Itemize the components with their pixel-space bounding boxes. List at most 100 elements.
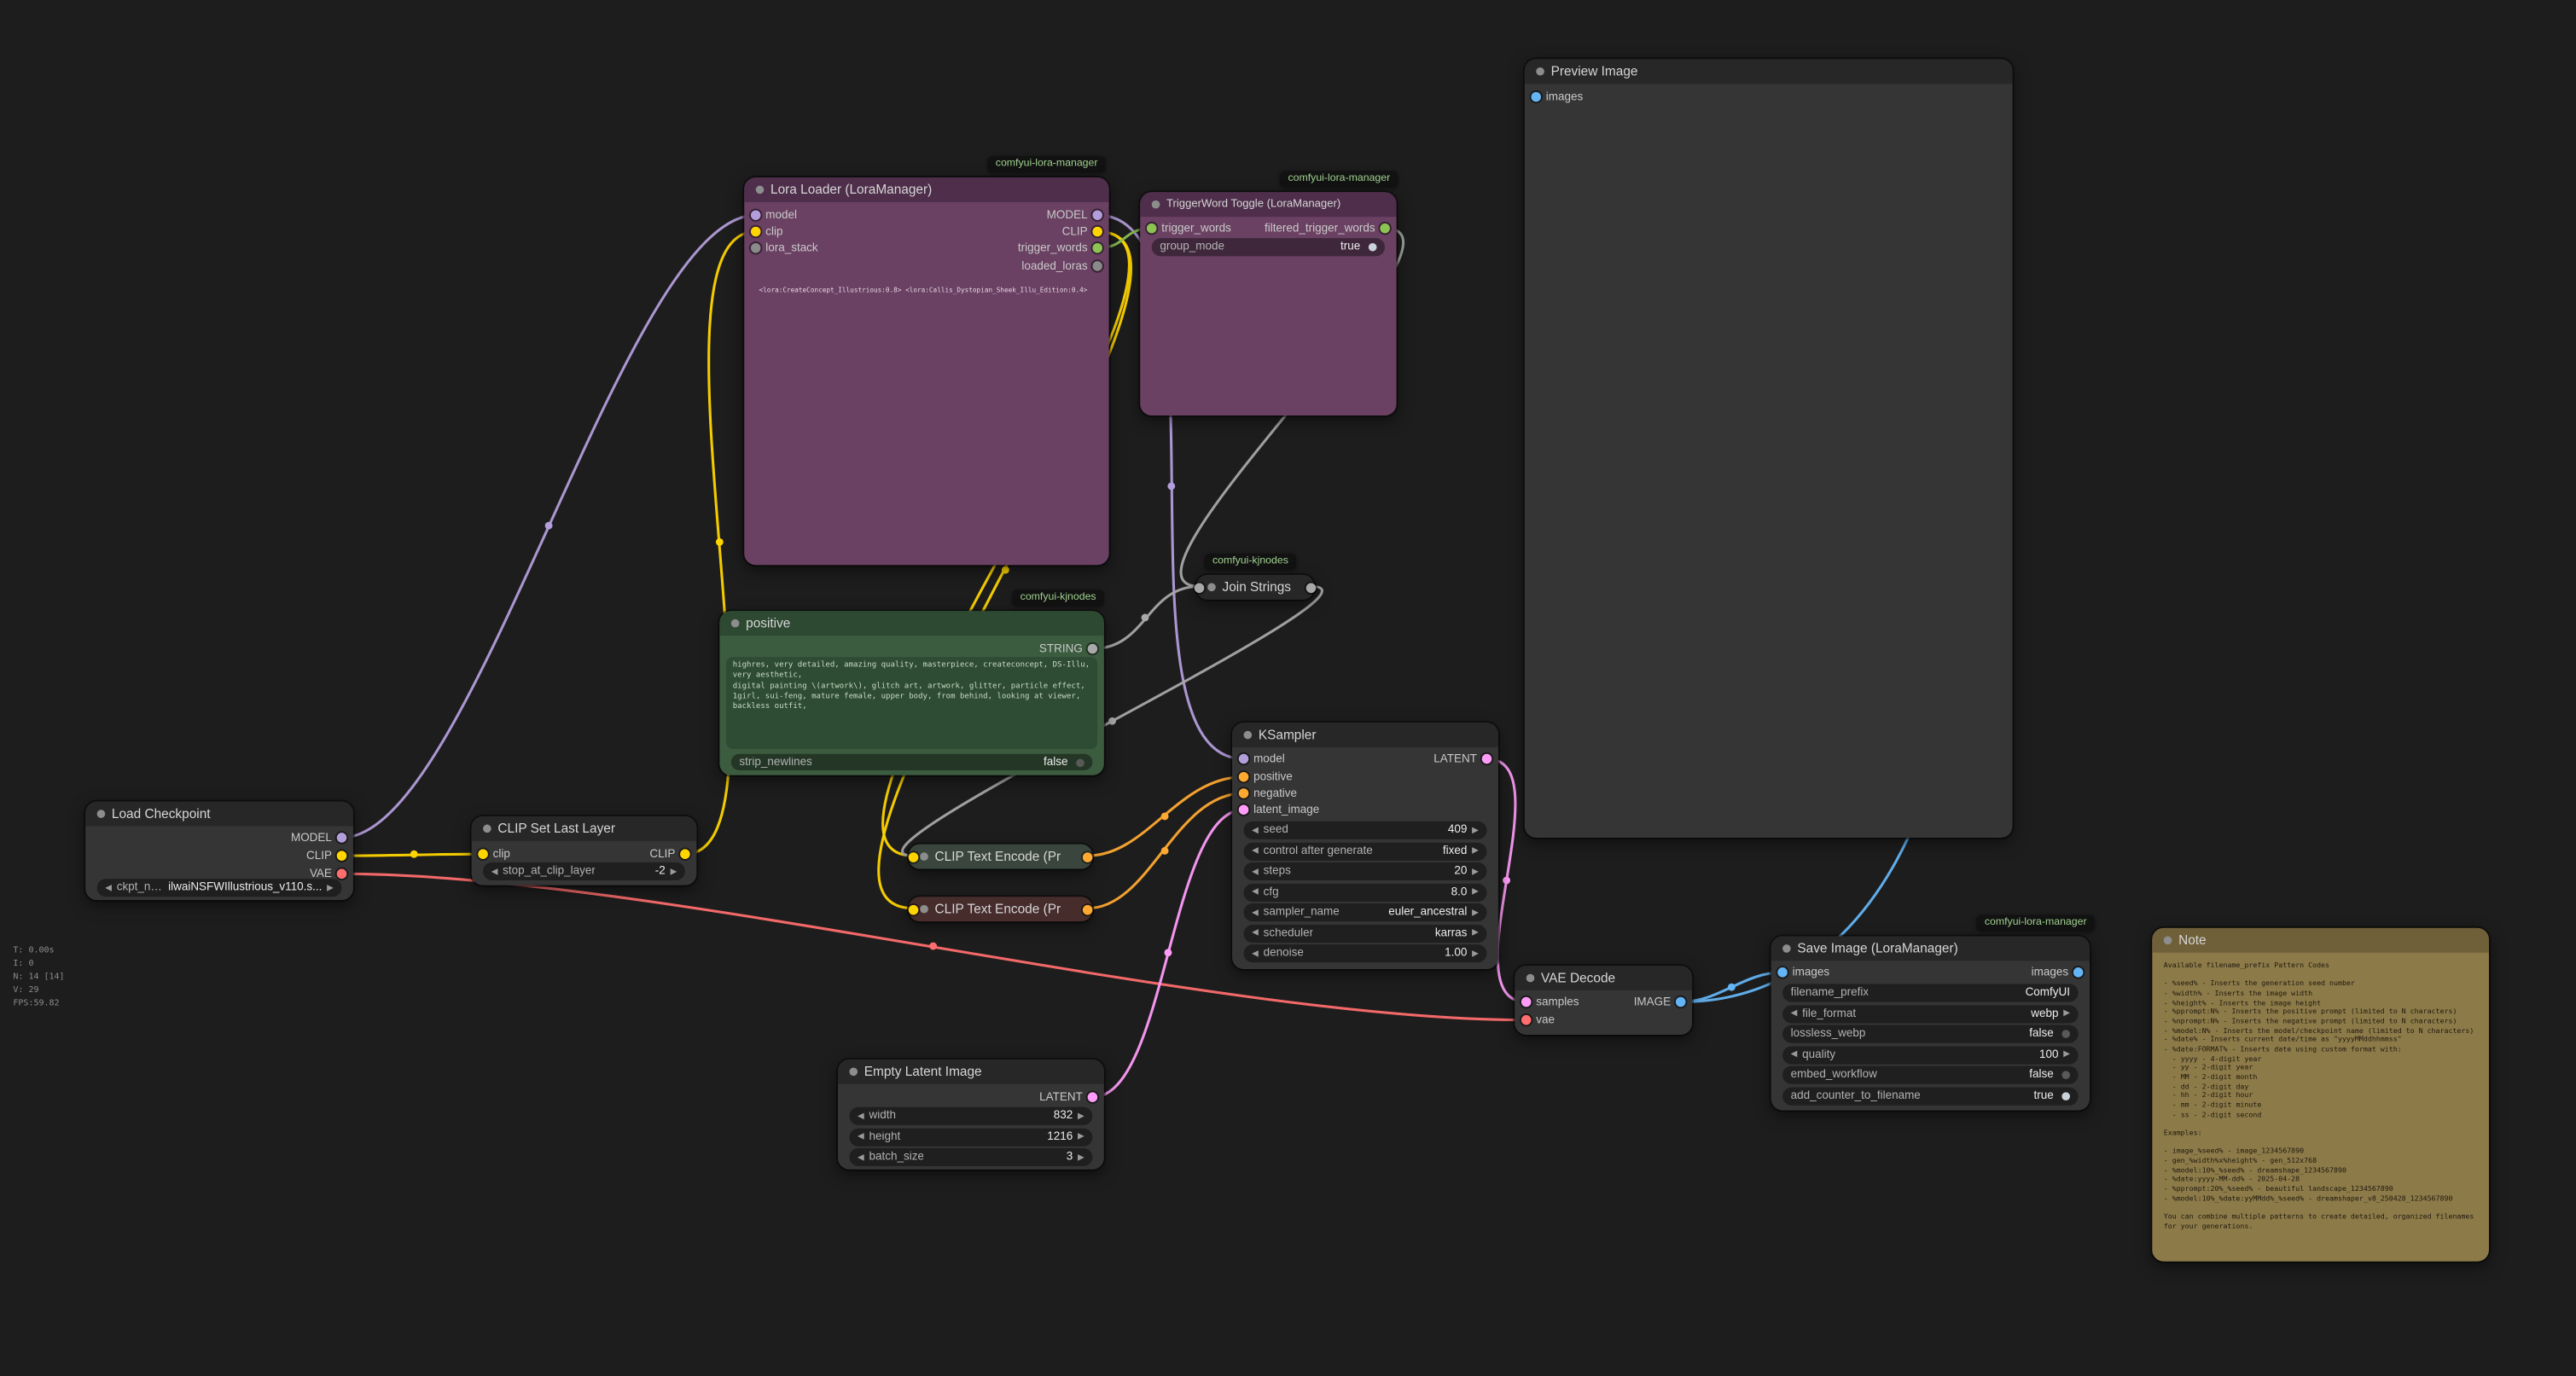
- collapse-dot-icon[interactable]: [755, 185, 765, 194]
- port-images-icon[interactable]: [2073, 967, 2084, 978]
- port-conditioning-out-icon[interactable]: [1082, 851, 1093, 862]
- link-midpoint-dot[interactable]: [1160, 812, 1169, 821]
- link-midpoint-dot[interactable]: [1727, 983, 1736, 991]
- port-clip-icon[interactable]: [336, 851, 347, 861]
- output-slot-images[interactable]: images: [2032, 964, 2084, 980]
- next-arrow-icon[interactable]: ▶: [1472, 825, 1479, 836]
- toggle-dot-icon[interactable]: [2061, 1091, 2071, 1100]
- node-vae-decode[interactable]: VAE Decode samples vae IMAGE: [1513, 964, 1695, 1036]
- toggle-dot-icon[interactable]: [1368, 242, 1377, 252]
- port-loaded-loras-icon[interactable]: [1092, 261, 1102, 271]
- port-latent-icon[interactable]: [1087, 1092, 1098, 1102]
- port-conditioning-out-icon[interactable]: [1082, 903, 1093, 914]
- port-vae-icon[interactable]: [336, 868, 347, 880]
- port-trigger-words-icon[interactable]: [1146, 223, 1157, 234]
- next-arrow-icon[interactable]: ▶: [1472, 845, 1479, 856]
- node-title-bar[interactable]: Lora Loader (LoraManager): [744, 177, 1109, 202]
- port-conditioning-icon[interactable]: [1238, 788, 1249, 798]
- node-ksampler[interactable]: KSampler model positive negative latent_…: [1230, 721, 1500, 971]
- input-slot-trigger-words[interactable]: trigger_words: [1146, 220, 1231, 236]
- toggle-dot-icon[interactable]: [2061, 1071, 2071, 1079]
- link-midpoint-dot[interactable]: [1167, 482, 1176, 491]
- node-title-bar[interactable]: Preview Image: [1524, 59, 2013, 84]
- prev-arrow-icon[interactable]: ◀: [1252, 866, 1259, 877]
- next-arrow-icon[interactable]: ▶: [1472, 866, 1479, 877]
- widget-stop-at-clip-layer[interactable]: ◀stop_at_clip_layer-2▶: [483, 862, 685, 881]
- node-lora-loader[interactable]: Lora Loader (LoraManager) model clip lor…: [742, 176, 1111, 567]
- toggle-dot-icon[interactable]: [1076, 758, 1084, 767]
- link-midpoint-dot[interactable]: [1503, 876, 1511, 885]
- input-slot-negative[interactable]: negative: [1238, 785, 1297, 801]
- link-midpoint-dot[interactable]: [715, 537, 724, 546]
- node-title-bar[interactable]: Join Strings: [1195, 574, 1315, 600]
- port-string-in-icon[interactable]: [1194, 582, 1205, 593]
- node-clip-set-last-layer[interactable]: CLIP Set Last Layer clip CLIP ◀stop_at_c…: [469, 814, 699, 887]
- output-slot-latent[interactable]: LATENT: [1039, 1089, 1098, 1106]
- port-model-icon[interactable]: [336, 833, 347, 843]
- collapse-dot-icon[interactable]: [920, 904, 928, 914]
- port-model-icon[interactable]: [750, 210, 761, 221]
- link-midpoint-dot[interactable]: [544, 521, 553, 530]
- widget-ckpt-name[interactable]: ◀ckpt_nameilwaiNSFWIllustrious_v110.s...…: [96, 879, 342, 897]
- node-note[interactable]: Note Available filename_prefix Pattern C…: [2150, 926, 2491, 1263]
- port-filtered-trigger-words-icon[interactable]: [1380, 223, 1390, 234]
- port-model-icon[interactable]: [1238, 753, 1249, 764]
- prev-arrow-icon[interactable]: ◀: [105, 882, 112, 893]
- next-arrow-icon[interactable]: ▶: [1078, 1152, 1084, 1163]
- port-clip-in-icon[interactable]: [908, 851, 919, 862]
- prev-arrow-icon[interactable]: ◀: [1790, 1008, 1798, 1019]
- link-midpoint-dot[interactable]: [410, 850, 418, 858]
- input-slot-lora-stack[interactable]: lora_stack: [750, 240, 818, 256]
- node-title-bar[interactable]: KSampler: [1232, 723, 1498, 748]
- prev-arrow-icon[interactable]: ◀: [858, 1111, 864, 1122]
- node-title-bar[interactable]: VAE Decode: [1515, 966, 1693, 991]
- input-slot-images[interactable]: images: [1777, 964, 1829, 980]
- output-slot-trigger-words[interactable]: trigger_words: [1018, 240, 1102, 256]
- port-latent-icon[interactable]: [1238, 804, 1249, 815]
- port-latent-icon[interactable]: [1521, 996, 1532, 1007]
- port-conditioning-icon[interactable]: [1238, 771, 1249, 782]
- node-title-bar[interactable]: Load Checkpoint: [85, 801, 353, 827]
- port-clip-icon[interactable]: [1092, 226, 1102, 237]
- lora-syntax-text[interactable]: <lora:CreateConcept_Illustrious:0.8> <lo…: [759, 286, 1088, 294]
- node-title-bar[interactable]: CLIP Text Encode (Pr: [908, 897, 1093, 922]
- port-model-icon[interactable]: [1092, 210, 1102, 221]
- port-trigger-words-icon[interactable]: [1092, 242, 1102, 253]
- collapse-dot-icon[interactable]: [1536, 67, 1544, 76]
- toggle-dot-icon[interactable]: [2061, 1030, 2071, 1038]
- port-clip-in-icon[interactable]: [908, 903, 919, 914]
- collapse-dot-icon[interactable]: [849, 1067, 858, 1077]
- node-join-strings[interactable]: Join Strings: [1194, 572, 1317, 601]
- next-arrow-icon[interactable]: ▶: [1472, 927, 1479, 938]
- collapse-dot-icon[interactable]: [1526, 973, 1535, 983]
- link-midpoint-dot[interactable]: [1108, 717, 1116, 725]
- prev-arrow-icon[interactable]: ◀: [1252, 825, 1259, 836]
- output-slot-string[interactable]: STRING: [1039, 641, 1098, 657]
- output-slot-image[interactable]: IMAGE: [1634, 994, 1686, 1010]
- port-images-icon[interactable]: [1777, 967, 1788, 978]
- node-triggerword-toggle[interactable]: TriggerWord Toggle (LoraManager) trigger…: [1138, 190, 1398, 418]
- node-save-image[interactable]: Save Image (LoraManager) images images f…: [1769, 934, 2092, 1112]
- next-arrow-icon[interactable]: ▶: [1078, 1131, 1084, 1142]
- node-clip-text-encode-negative[interactable]: CLIP Text Encode (Pr: [906, 895, 1095, 924]
- next-arrow-icon[interactable]: ▶: [1078, 1111, 1084, 1122]
- input-slot-latent-image[interactable]: latent_image: [1238, 802, 1319, 818]
- node-title-bar[interactable]: CLIP Text Encode (Pr: [908, 844, 1093, 869]
- input-slot-positive[interactable]: positive: [1238, 769, 1293, 785]
- collapse-dot-icon[interactable]: [483, 824, 491, 833]
- next-arrow-icon[interactable]: ▶: [327, 882, 334, 893]
- port-string-icon[interactable]: [1087, 643, 1098, 654]
- port-lora-stack-icon[interactable]: [750, 242, 761, 253]
